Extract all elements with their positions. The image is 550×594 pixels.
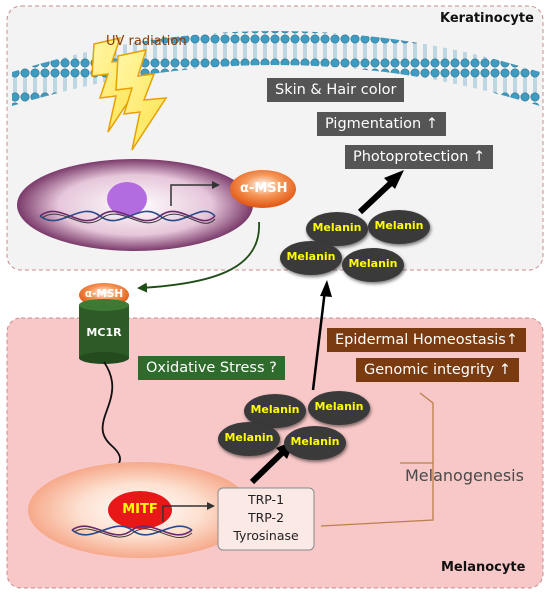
mitf-label: MITF (122, 502, 158, 517)
melanin-granule: Melanin (280, 241, 342, 275)
alpha-msh-keratinocyte-shape (230, 170, 296, 208)
keratinocyte-dna (39, 210, 216, 224)
melanin-to-effects-arrow (357, 179, 395, 215)
melanin-label: Melanin (286, 250, 336, 263)
melanin-granule: Melanin (218, 422, 280, 456)
mc1r-receptor (79, 299, 129, 364)
secretion-arrow (137, 221, 260, 293)
melanin-label: Melanin (314, 400, 364, 413)
transcription-factor-blob (107, 182, 147, 216)
melanin-granule: Melanin (308, 391, 370, 425)
effect-pigmentation: Pigmentation ↑ (317, 112, 446, 136)
melanin-label: Melanin (312, 221, 362, 234)
melanocyte-label: Melanocyte (441, 560, 526, 575)
enzyme-trp2: TRP-2 (247, 510, 285, 525)
melanin-transfer-line (311, 289, 327, 391)
effect-photoprotection: Photoprotection ↑ (345, 145, 494, 169)
enzyme-tyrosinase: Tyrosinase (233, 528, 299, 543)
melanin-transfer-arrowhead (320, 280, 332, 297)
enzyme-to-melanin-arrow (249, 449, 286, 485)
melanin-label: Melanin (290, 435, 340, 448)
melanocyte-promoter-arrow (162, 502, 215, 522)
alpha-msh-receptor-label: α-MSH (84, 288, 124, 300)
keratinocyte-promoter-arrow (170, 181, 220, 206)
oxidative-stress-box: Oxidative Stress ? (138, 356, 285, 380)
melanin-label: Melanin (348, 257, 398, 270)
effect-skin-hair-color: Skin & Hair color (267, 78, 405, 102)
melanin-granule: Melanin (284, 426, 346, 460)
melanin-to-effects-arrowhead (384, 170, 404, 189)
melanin-label: Melanin (374, 219, 424, 232)
melanogenesis-bracket (320, 392, 434, 527)
melanin-granule: Melanin (368, 210, 430, 244)
effect-genomic-integrity: Genomic integrity ↑ (356, 358, 519, 382)
melanocyte-dna (71, 525, 193, 539)
melanogenesis-label: Melanogenesis (405, 466, 524, 485)
melanin-label: Melanin (224, 431, 274, 444)
melanin-label: Melanin (250, 403, 300, 416)
mc1r-label: MC1R (86, 326, 122, 339)
uv-radiation-label: UV radiation (106, 34, 187, 49)
melanin-granule: Melanin (306, 212, 368, 246)
effect-epidermal-homeostasis: Epidermal Homeostasis↑ (327, 328, 526, 352)
mitf-shape (108, 491, 172, 529)
keratinocyte-label: Keratinocyte (440, 11, 534, 26)
alpha-msh-keratinocyte-label: α-MSH (240, 181, 288, 196)
enzymes-box (217, 487, 315, 551)
enzyme-trp1: TRP-1 (247, 492, 285, 507)
melanin-granule: Melanin (342, 248, 404, 282)
uv-bolt-right (115, 48, 168, 151)
